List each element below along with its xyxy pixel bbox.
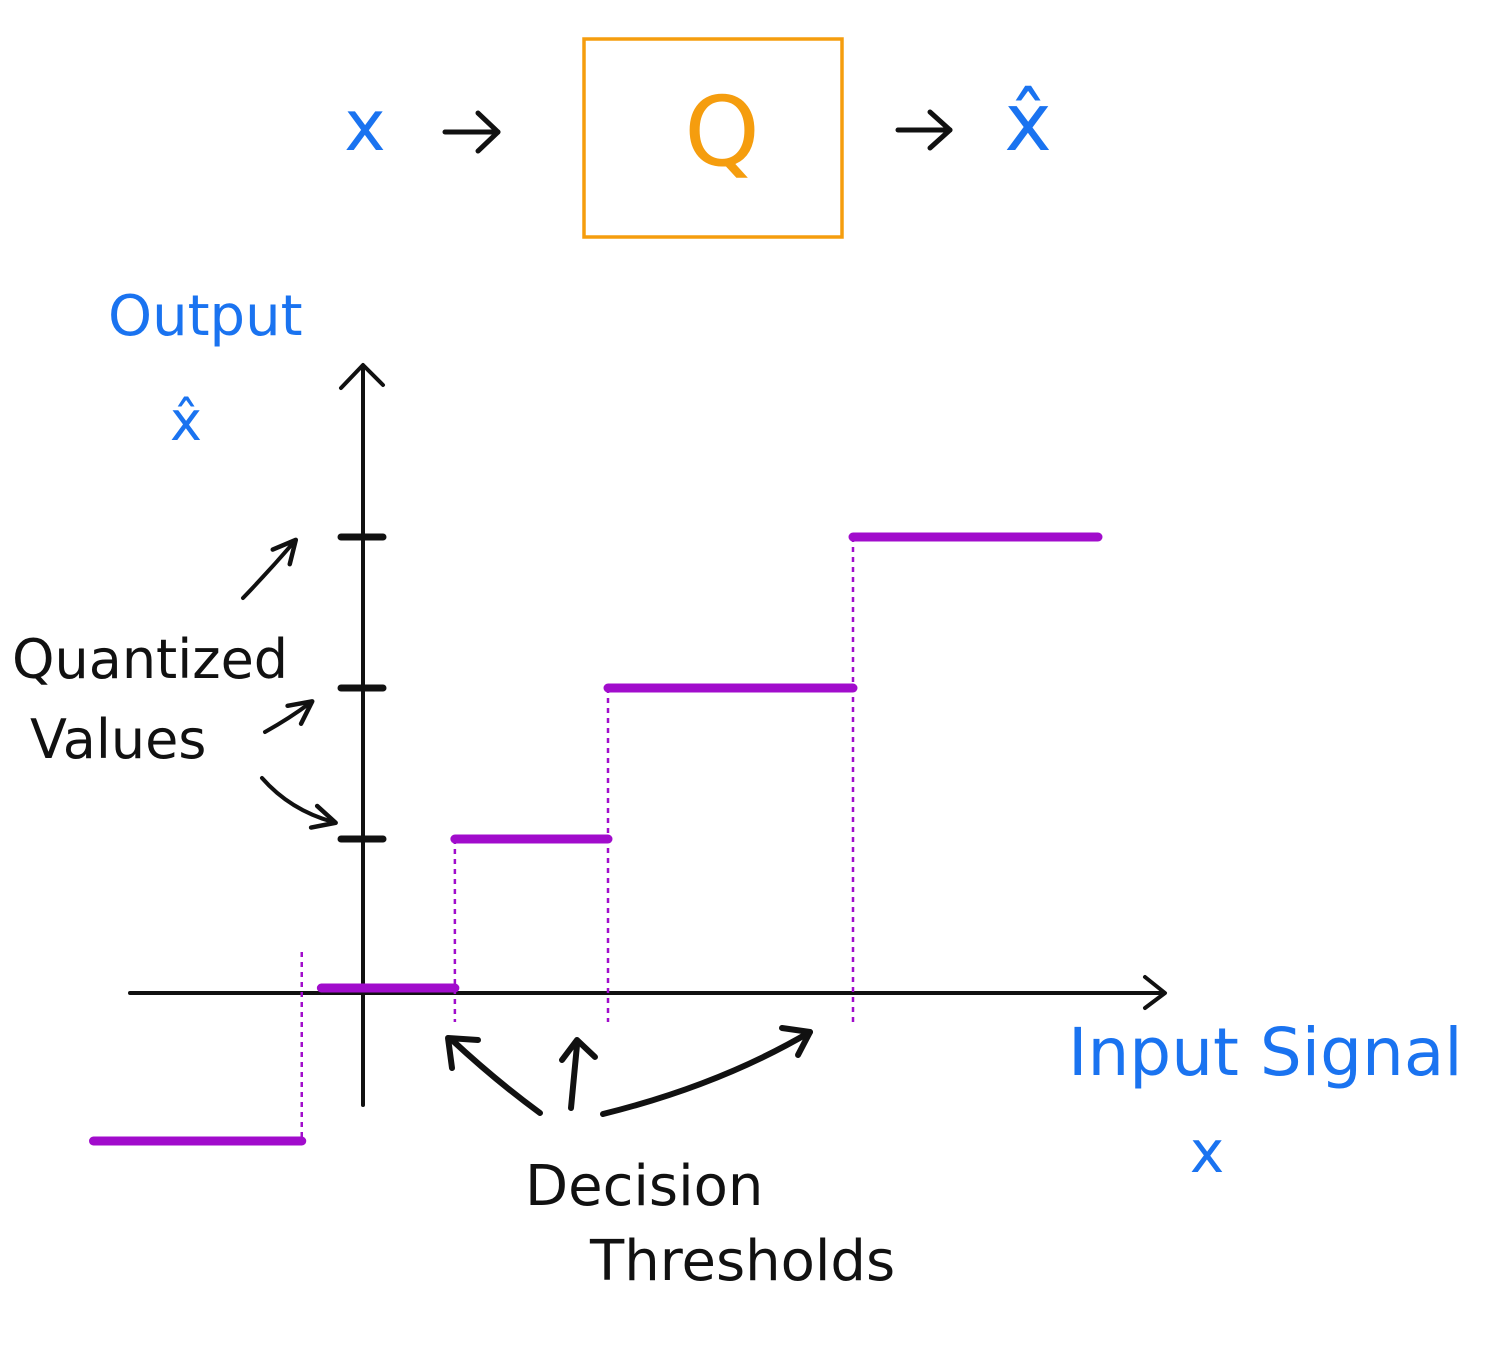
y-axis-ticks [337,533,387,843]
block-output-symbol: x̂ [1004,76,1051,169]
quantized-label-line2: Values [30,708,206,771]
x-axis-symbol: x [1190,1118,1224,1186]
quantized-label-line1: Quantized [12,628,288,691]
y-axis-arrowhead [339,363,385,390]
quantized-arrow-middle [263,699,315,734]
x-axis-arrowhead [1143,975,1167,1010]
output-arrow [895,109,953,151]
decision-label-line2: Thresholds [589,1229,895,1294]
quantized-arrow-top [241,537,299,600]
block-diagram: x Q x̂ [344,37,1052,239]
y-axis-symbol: x̂ [170,390,202,453]
quantized-arrows [241,537,338,830]
y-axis-label: Output [108,284,303,349]
quantizer-steps [89,532,1103,1146]
block-input-symbol: x [344,85,385,167]
decision-arrow-right [600,1029,813,1117]
decision-arrow-middle [568,1042,580,1111]
axes [128,363,1167,1107]
decision-label-line1: Decision [525,1154,763,1219]
quantizer-label: Q [684,76,760,188]
decision-arrow-left [449,1037,543,1116]
input-arrow [442,110,501,154]
quantizer-box [582,37,844,239]
x-axis-label: Input Signal [1068,1014,1463,1091]
decision-arrows [445,1025,813,1117]
quantized-arrow-bottom [260,776,338,830]
